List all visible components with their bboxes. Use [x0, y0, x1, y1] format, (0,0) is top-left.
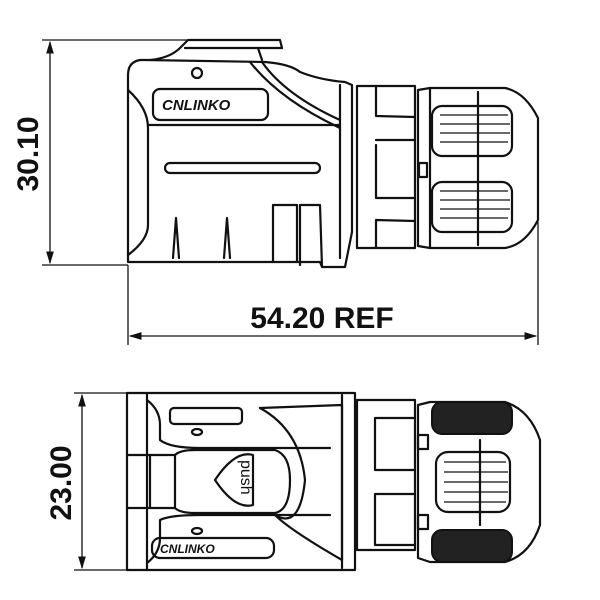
cable-gland-top — [416, 400, 542, 564]
width-dimension-label: 23.00 — [45, 445, 78, 520]
top-view: 23.00 CNLINKO push — [45, 391, 542, 572]
top-logo: CNLINKO — [160, 542, 215, 556]
connector-body-top: CNLINKO push — [125, 391, 357, 572]
coupling-ring — [355, 84, 417, 250]
length-dimension: 54.20 REF — [127, 222, 539, 345]
coupling-ring-top — [355, 398, 417, 552]
gland-knurl-top — [430, 104, 514, 158]
gland-knurl-upper — [431, 401, 513, 435]
cable-gland — [416, 86, 540, 250]
gland-knurl-bottom — [430, 180, 514, 234]
width-dimension: 23.00 — [45, 392, 130, 571]
gland-knurl-center — [434, 450, 512, 514]
connector-body: CNLINKO — [126, 38, 354, 269]
height-dimension-label: 30.10 — [12, 116, 45, 191]
gland-knurl-lower — [431, 529, 513, 563]
length-dimension-label: 54.20 REF — [250, 302, 393, 335]
side-view: 30.10 54.20 REF CNLINKO — [12, 38, 540, 345]
side-logo: CNLINKO — [162, 97, 231, 114]
height-dimension: 30.10 — [12, 39, 190, 266]
push-button-label: push — [237, 460, 254, 495]
